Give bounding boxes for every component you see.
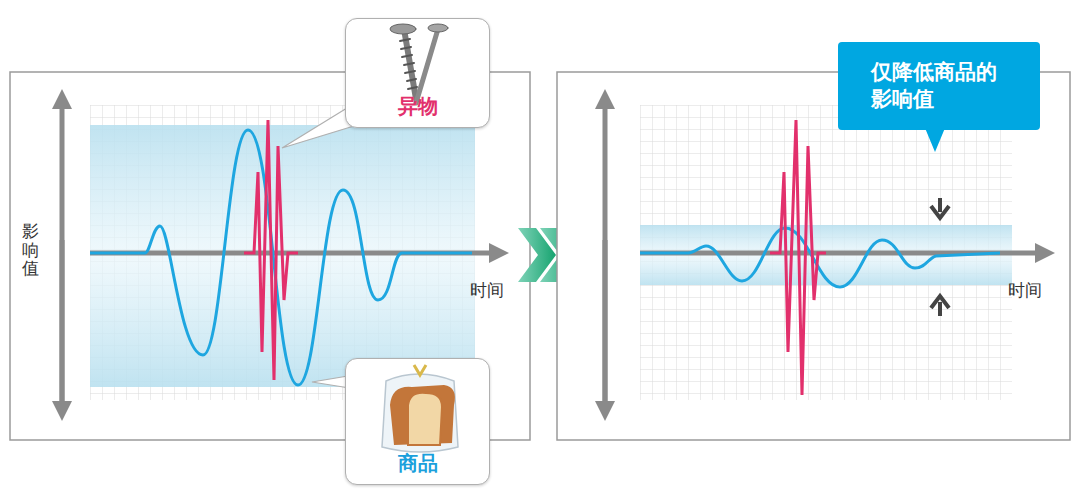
callout-box: 异物: [345, 18, 490, 128]
callout-text: 异物: [398, 93, 438, 119]
note-box: 仅降低商品的 影响值: [838, 42, 1040, 130]
callout-box: 商品: [345, 358, 490, 485]
foreign-object-wave: [770, 120, 826, 395]
axis-label: 时间: [1008, 279, 1042, 302]
callout-text: 仅降低商品的 影响值: [871, 59, 1007, 114]
y-axis: [603, 240, 608, 412]
y-axis: [60, 240, 65, 412]
product-wave: [640, 228, 1000, 287]
reduce-arrow: [931, 198, 949, 218]
foreign-object-wave: [244, 120, 298, 380]
axis-label: 影响值: [22, 222, 39, 278]
nail: [416, 29, 438, 103]
reduce-arrow: [931, 296, 949, 316]
callout-text: 商品: [398, 450, 438, 476]
callout-pointer: [925, 128, 945, 152]
axis-label: 时间: [470, 279, 504, 302]
grid: [90, 105, 475, 400]
